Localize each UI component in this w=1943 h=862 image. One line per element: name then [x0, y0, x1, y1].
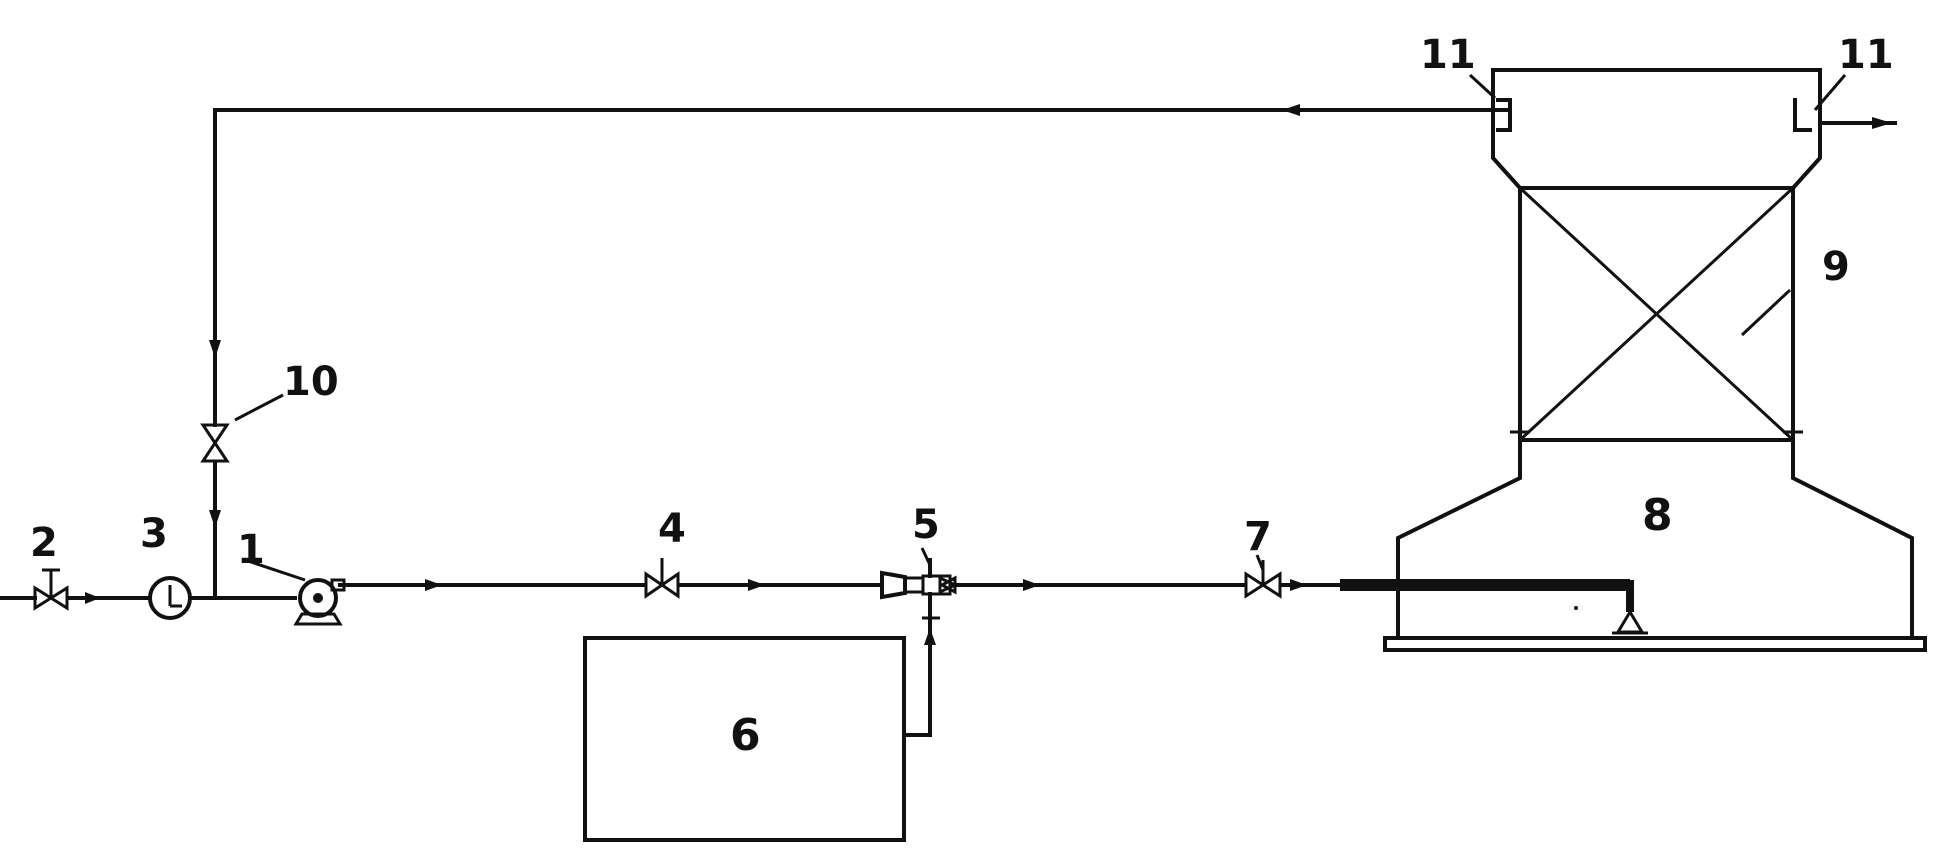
label-inlet-valve-2: 2	[30, 520, 58, 566]
flow-arrows-recycle	[209, 104, 1300, 528]
distributor-pipe	[1340, 579, 1648, 635]
leader-lines	[234, 73, 1847, 582]
label-packing-9: 9	[1822, 244, 1850, 290]
label-recycle-valve-10: 10	[283, 359, 339, 405]
label-reactor-8: 8	[1642, 490, 1673, 541]
label-valve-4: 4	[658, 506, 686, 552]
recycle-pipe	[213, 108, 1512, 600]
label-valve-7: 7	[1244, 514, 1272, 560]
flowmeter-3	[148, 576, 192, 620]
suction-pipe	[902, 616, 936, 737]
label-pump-1: 1	[237, 527, 265, 573]
overflow-weir-right	[1793, 98, 1812, 132]
pump-1	[293, 578, 346, 626]
reactor-8	[1383, 438, 1927, 652]
tank-6	[583, 636, 906, 842]
ejector-5	[880, 558, 959, 620]
valve-4	[644, 558, 680, 599]
recycle-valve-10	[200, 423, 230, 463]
inlet-valve-2	[33, 568, 69, 611]
label-tank-6: 6	[730, 710, 761, 761]
flow-arrows-main	[85, 579, 1307, 604]
packing-section-9	[1510, 186, 1803, 442]
top-settler	[1491, 68, 1822, 191]
label-flowmeter-3: 3	[140, 511, 168, 557]
label-ejector-5: 5	[912, 502, 940, 548]
overflow-weir-left	[1496, 98, 1512, 132]
main-feed-pipe	[0, 583, 1342, 600]
valve-7	[1244, 560, 1282, 599]
label-overflow-right-11: 11	[1838, 32, 1894, 78]
effluent-outlet	[1818, 117, 1897, 129]
label-overflow-left-11: 11	[1420, 32, 1476, 78]
